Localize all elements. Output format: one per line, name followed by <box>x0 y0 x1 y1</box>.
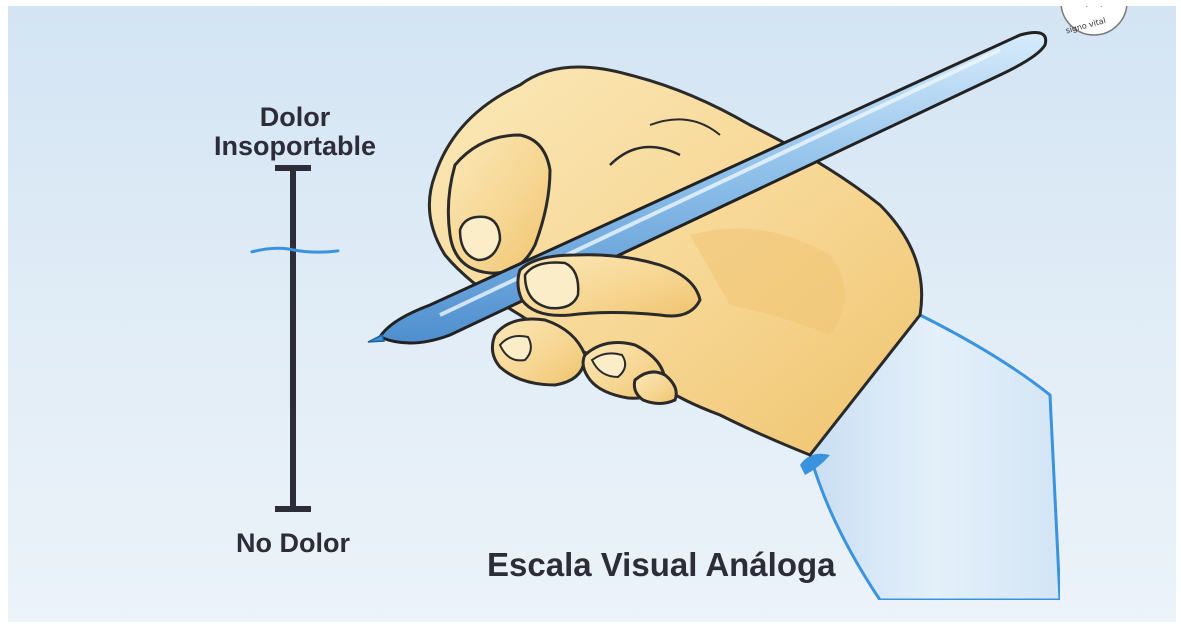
scale-mark <box>252 248 338 252</box>
index-fingernail <box>460 217 500 260</box>
pain-scale <box>230 160 360 520</box>
frame-right <box>1176 0 1181 631</box>
scale-top-label-line2: Insoportable <box>195 131 395 162</box>
pen-tip <box>368 335 384 342</box>
scale-top-label-line1: Dolor <box>195 102 395 133</box>
frame-bottom <box>0 622 1181 631</box>
scale-bottom-label: No Dolor <box>193 528 393 559</box>
frame-left <box>0 0 8 631</box>
frame-top <box>0 0 1181 6</box>
hand-with-pen-illustration <box>360 15 1060 600</box>
signo-vital-logo: signo vital <box>1056 0 1132 40</box>
diagram-title: Escala Visual Análoga <box>487 546 836 584</box>
